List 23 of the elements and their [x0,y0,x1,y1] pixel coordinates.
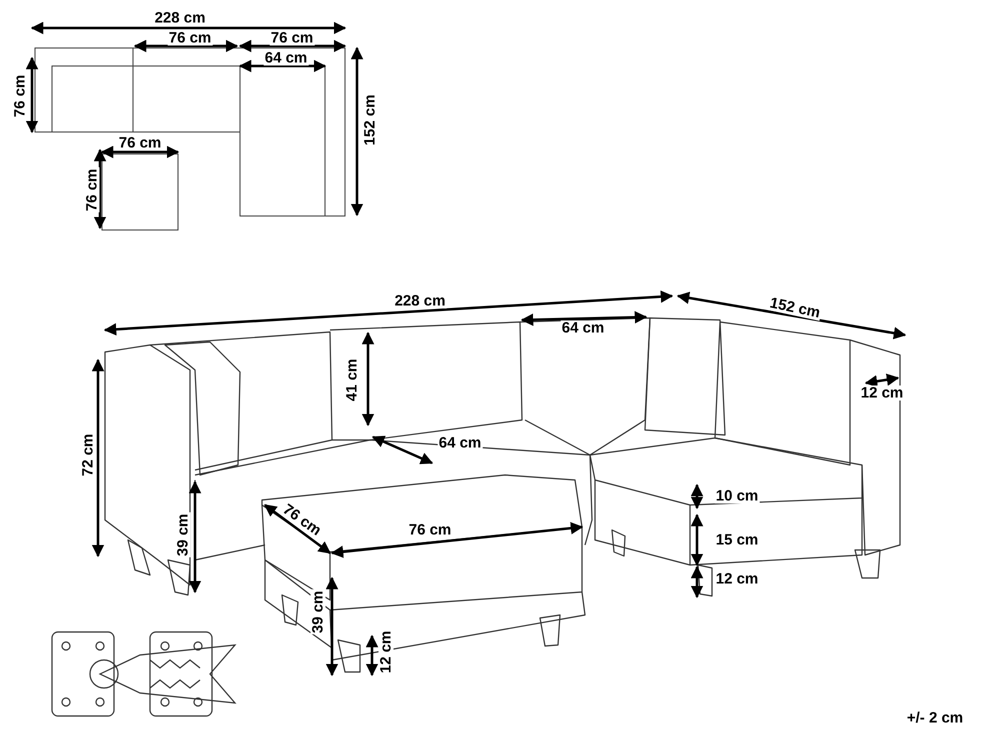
dimension-label: +/- 2 cm [906,710,964,726]
dimension-label: 76 cm [12,74,28,118]
dimension-label: 152 cm [768,295,822,321]
dimension-label: 15 cm [714,532,760,548]
dimension-label: 12 cm [378,630,394,674]
dimension-label: 41 cm [344,358,360,402]
dimension-label: 228 cm [154,10,206,26]
dimension-label: 76 cm [118,136,162,150]
dimension-label: 76 cm [270,30,314,46]
dimension-label: 12 cm [714,572,760,586]
dimension-label: 76 cm [84,168,100,212]
dimension-label: 76 cm [408,522,452,538]
dimension-label: 64 cm [438,436,482,450]
dimension-label: 228 cm [394,294,446,308]
dimension-label: 10 cm [714,488,760,504]
dimension-label: 152 cm [362,94,378,146]
dimension-label: 64 cm [560,320,606,336]
dimension-label: 72 cm [80,432,96,478]
dimension-label: 39 cm [310,590,326,634]
dimension-label: 39 cm [176,512,190,558]
dimension-label: 12 cm [860,386,904,400]
dimension-label: 64 cm [264,50,308,66]
dimension-label: 76 cm [168,30,212,46]
